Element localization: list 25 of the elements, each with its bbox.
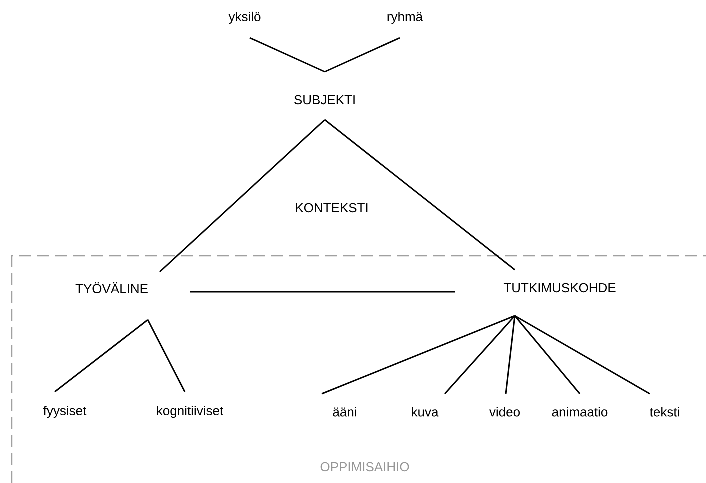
node-label: animaatio [552, 407, 608, 417]
connector-line [190, 291, 455, 293]
connector-line [324, 119, 516, 271]
node-label: TYÖVÄLINE [76, 282, 148, 294]
node-label: kuva [412, 407, 439, 417]
connector-line [147, 320, 186, 392]
node-label: fyysiset [44, 406, 87, 418]
connector-line [54, 319, 148, 393]
connector-line [250, 37, 326, 73]
connector-line [324, 37, 400, 73]
node-label: ääni [333, 407, 356, 417]
connector-line [514, 316, 581, 394]
connector-line [514, 315, 650, 395]
node-label: kognitiiviset [157, 406, 224, 418]
region-label: KONTEKSTI [296, 203, 368, 213]
connector-line [444, 316, 516, 394]
node-label: video [490, 407, 520, 417]
node-label: ryhmä [388, 12, 424, 24]
node-label: yksilö [228, 12, 261, 24]
connector-line [505, 316, 516, 394]
connector-line [322, 315, 516, 395]
node-label: teksti [650, 407, 680, 417]
node-label: TUTKIMUSKOHDE [504, 283, 616, 293]
node-label: SUBJEKTI [294, 95, 355, 105]
connector-line [160, 119, 326, 273]
